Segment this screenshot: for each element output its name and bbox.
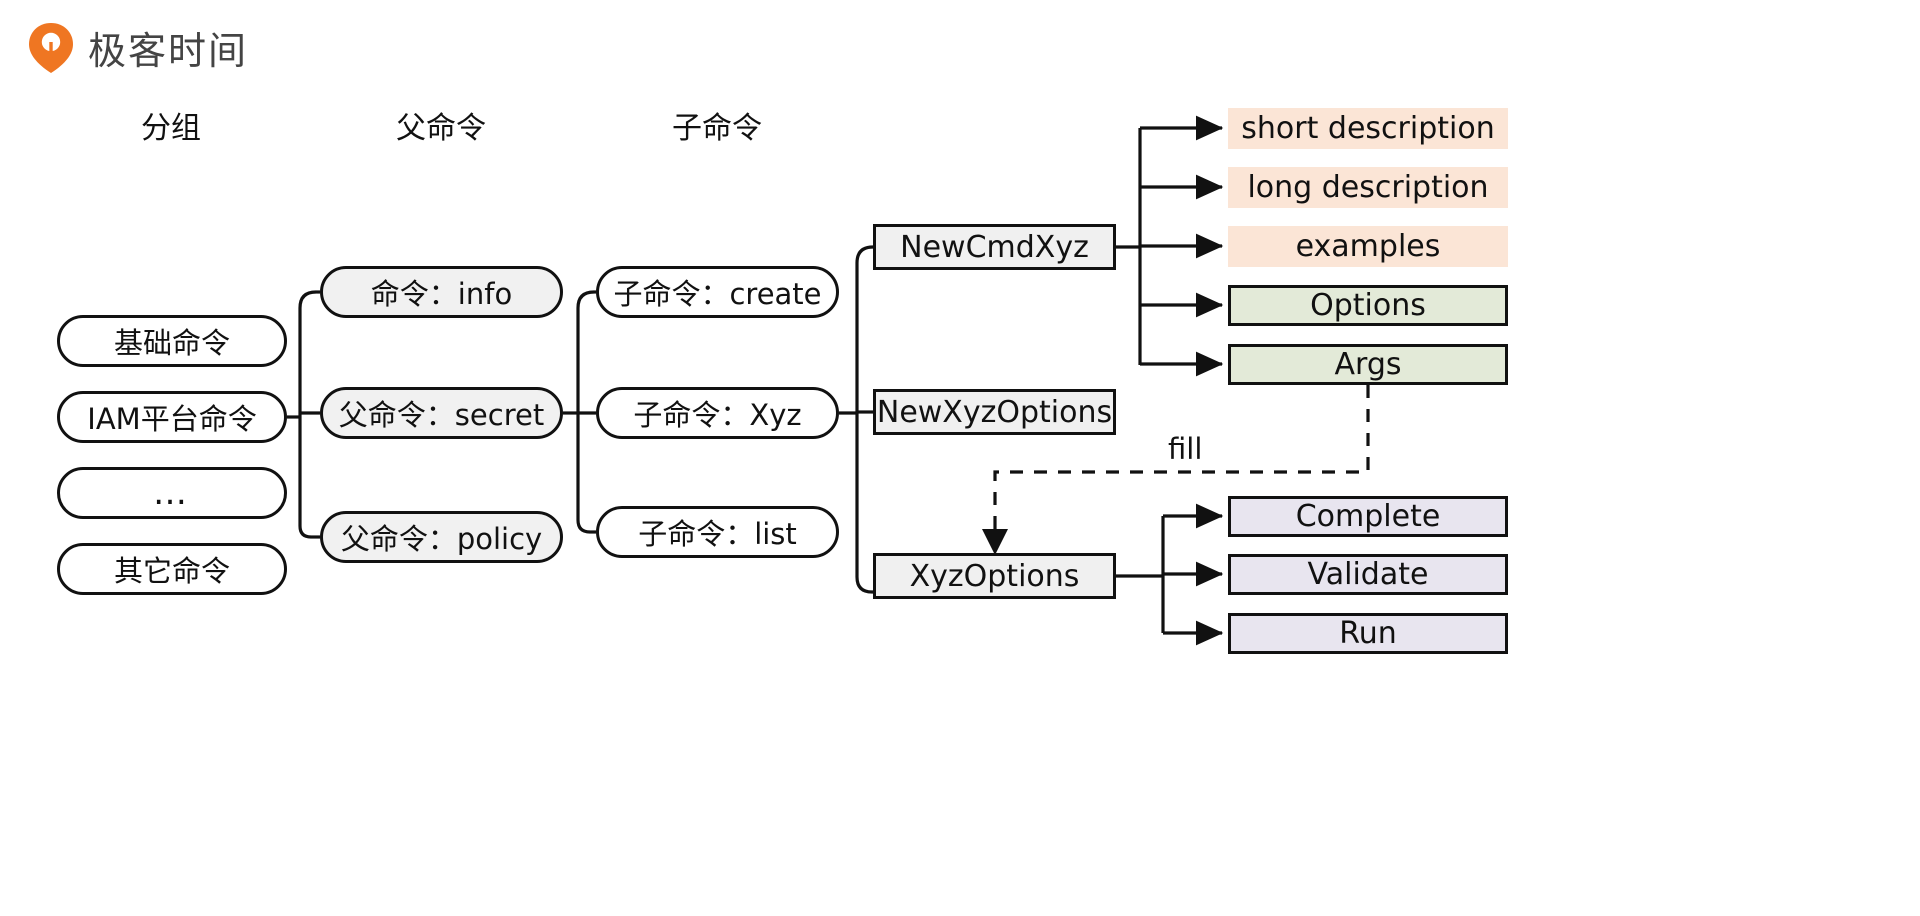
column-header-parent: 父命令	[396, 111, 486, 146]
struct-newcmdxyz[interactable]: NewCmdXyz	[873, 224, 1116, 270]
fill-relation-label: fill	[1168, 432, 1203, 466]
field-options[interactable]: Options	[1228, 285, 1508, 326]
group-pill-more[interactable]: …	[57, 467, 287, 519]
parent-command-secret[interactable]: 父命令：secret	[320, 387, 563, 439]
method-complete[interactable]: Complete	[1228, 496, 1508, 537]
method-run[interactable]: Run	[1228, 613, 1508, 654]
field-examples[interactable]: examples	[1228, 226, 1508, 267]
group-pill-other[interactable]: 其它命令	[57, 543, 287, 595]
sub-command-create[interactable]: 子命令：create	[596, 266, 839, 318]
struct-xyzoptions[interactable]: XyzOptions	[873, 553, 1116, 599]
field-args[interactable]: Args	[1228, 344, 1508, 385]
column-header-sub: 子命令	[672, 111, 762, 146]
parent-command-policy[interactable]: 父命令：policy	[320, 511, 563, 563]
parent-command-info[interactable]: 命令：info	[320, 266, 563, 318]
geekbang-pin-logo-icon	[29, 22, 73, 73]
sub-command-xyz[interactable]: 子命令：Xyz	[596, 387, 839, 439]
group-pill-iam[interactable]: IAM平台命令	[57, 391, 287, 443]
sub-command-list[interactable]: 子命令：list	[596, 506, 839, 558]
brand-logo: 极客时间	[28, 20, 248, 75]
field-short-description[interactable]: short description	[1228, 108, 1508, 149]
group-pill-basic[interactable]: 基础命令	[57, 315, 287, 367]
method-validate[interactable]: Validate	[1228, 554, 1508, 595]
brand-name: 极客时间	[88, 29, 249, 73]
column-header-groups: 分组	[141, 111, 201, 146]
struct-newxyzoptions[interactable]: NewXyzOptions	[873, 389, 1116, 435]
fill-arrowhead	[982, 529, 1008, 555]
field-long-description[interactable]: long description	[1228, 167, 1508, 208]
